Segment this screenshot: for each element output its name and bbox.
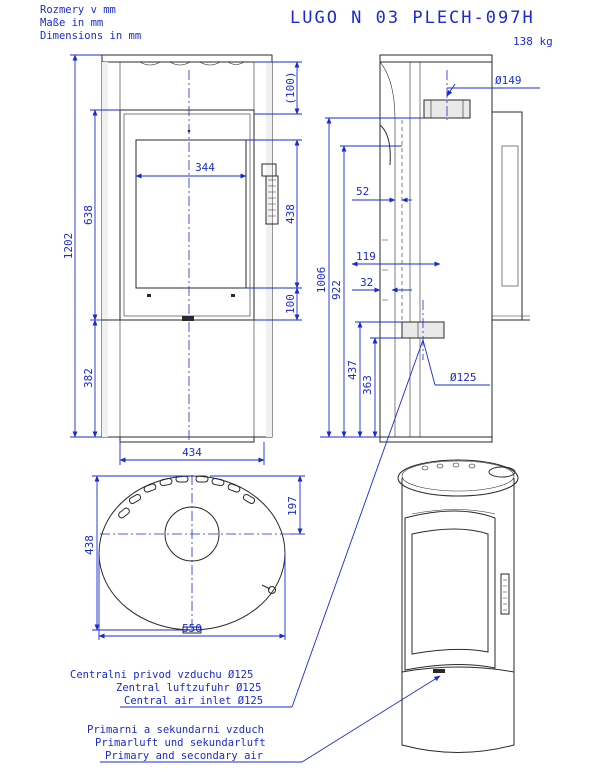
- leader-central-air: [291, 339, 424, 708]
- model-title: LUGO N 03 PLECH-097H: [290, 8, 535, 28]
- leader-primary-air: [301, 675, 441, 763]
- dim-438-top: 438: [83, 535, 96, 555]
- units-label-en: Dimensions in mm: [40, 30, 141, 42]
- units-label-cz: Rozmery v mm: [40, 4, 116, 16]
- door-handle: [265, 175, 279, 225]
- dim-344: 344: [195, 161, 215, 174]
- label-central-air-cz: Centralni privod vzduchu Ø125: [70, 669, 253, 681]
- dim-100-bottom: 100: [284, 294, 297, 314]
- dim-flue-149: Ø149: [495, 74, 522, 87]
- perspective-top: [397, 459, 519, 497]
- front-glass: [135, 139, 247, 289]
- weight-label: 138 kg: [513, 35, 553, 48]
- dim-638: 638: [82, 205, 95, 225]
- dim-1202: 1202: [62, 233, 75, 260]
- dim-434: 434: [182, 446, 202, 459]
- label-primary-air-de: Primarluft und sekundarluft: [95, 737, 266, 749]
- dim-363: 363: [361, 375, 374, 395]
- perspective-door: [404, 510, 496, 671]
- perspective-glass: [411, 528, 489, 655]
- dim-119: 119: [356, 250, 376, 263]
- label-primary-air-en: Primary and secondary air: [105, 750, 263, 762]
- side-top-plate: [379, 54, 493, 63]
- side-door: [491, 111, 523, 321]
- labels: Centralni privod vzduchu Ø125 Zentral lu…: [70, 339, 441, 763]
- units-label-de: Maße in mm: [40, 17, 103, 29]
- dim-52: 52: [356, 185, 369, 198]
- header: Rozmery v mm Maße in mm Dimensions in mm…: [40, 4, 553, 48]
- dim-1006: 1006: [315, 267, 328, 294]
- dim-922: 922: [330, 280, 343, 300]
- side-view: Ø149 1006 922 52 119 32 437 363 Ø125: [315, 54, 540, 443]
- dim-437: 437: [346, 360, 359, 380]
- top-vent-slots: [118, 475, 256, 519]
- dim-32: 32: [360, 276, 373, 289]
- dim-197: 197: [286, 496, 299, 516]
- label-central-air-de: Zentral luftzufuhr Ø125: [116, 682, 261, 694]
- dim-550: 550: [182, 622, 202, 635]
- label-primary-air-cz: Primarni a sekundarni vzduch: [87, 724, 264, 736]
- front-view: 1202 638 382 434 344 (100) 438 100: [62, 54, 302, 465]
- front-top-plate: [101, 54, 273, 63]
- dim-inlet-125: Ø125: [450, 371, 477, 384]
- dim-382: 382: [82, 368, 95, 388]
- perspective-body: [401, 478, 515, 753]
- label-central-air-en: Central air inlet Ø125: [124, 695, 263, 707]
- perspective-view: [397, 459, 519, 753]
- top-view: 438 550 197: [83, 475, 305, 640]
- dim-100-top: (100): [284, 71, 297, 104]
- dim-438-glass: 438: [284, 204, 297, 224]
